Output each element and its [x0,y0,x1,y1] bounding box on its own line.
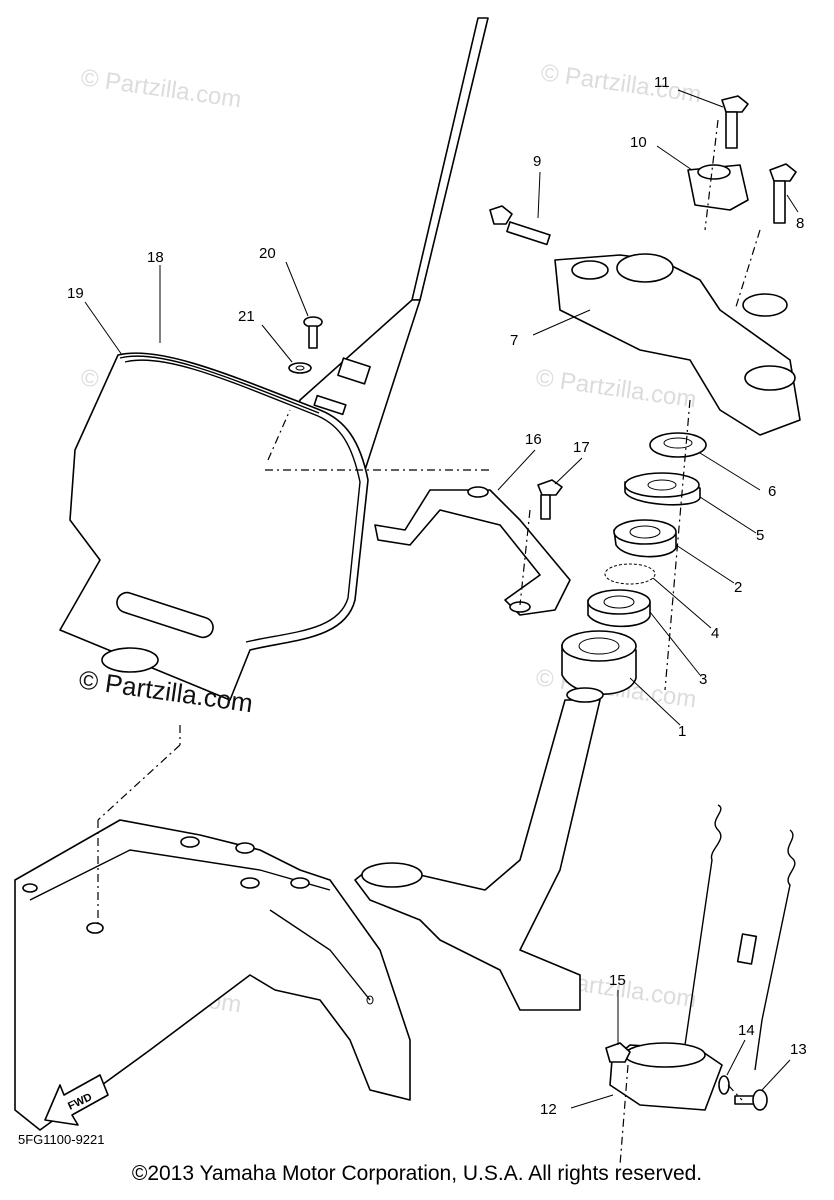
cover-5 [624,472,701,506]
watermark: © Partzilla.com [539,59,703,108]
number-plate [59,352,369,701]
callout-16: 16 [525,431,542,448]
callouts: 11 10 9 8 7 6 5 2 4 3 1 16 17 18 19 20 2… [67,74,807,1118]
callout-8: 8 [796,215,804,232]
steering-stem [354,687,604,1011]
callout-5: 5 [756,527,764,544]
bolt-9 [489,205,551,246]
bolt-20 [303,316,323,349]
washer-14 [718,1075,730,1095]
copyright-notice: ©2013 Yamaha Motor Corporation, U.S.A. A… [131,1162,703,1185]
callout-1: 1 [678,723,686,740]
callout-3: 3 [699,671,707,688]
bearing-1 [561,630,637,695]
fork-guard-holder-12 [609,1042,723,1111]
bolt-17 [537,479,563,520]
bearing-race-3 [587,589,651,628]
callout-18: 18 [147,249,164,266]
callout-15: 15 [609,972,626,989]
callout-7: 7 [510,332,518,349]
callout-21: 21 [238,308,255,325]
upper-bracket-7 [554,253,801,436]
ring-nut-6 [649,432,707,458]
callout-10: 10 [630,134,647,151]
callout-2: 2 [734,579,742,596]
callout-12: 12 [540,1101,557,1118]
bracket-16 [374,486,571,616]
callout-17: 17 [573,439,590,456]
bolt-11 [721,95,749,149]
callout-19: 19 [67,285,84,302]
holder-10 [687,164,749,211]
bolt-13 [734,1089,768,1111]
number-plate-stay [279,17,489,471]
callout-14: 14 [738,1022,755,1039]
callout-6: 6 [768,483,776,500]
front-fender [14,819,411,1131]
callout-9: 9 [533,153,541,170]
ball-bearing-4 [604,563,656,585]
nut-15 [605,1042,631,1063]
callout-11: 11 [654,74,670,91]
watermark: © Partzilla.com [534,364,698,413]
front-fork [684,804,796,1071]
callout-4: 4 [711,625,719,642]
bolt-8 [769,163,797,224]
watermark: © Partzilla.com [79,64,243,113]
washer-21 [288,362,312,374]
bearing-race-2 [613,519,677,558]
diagram-code: 5FG1100-9221 [18,1132,105,1147]
callout-20: 20 [259,245,276,262]
callout-13: 13 [790,1041,807,1058]
assembly-lines [97,119,761,1166]
fwd-arrow: FWD [44,1074,109,1126]
leader-lines [84,89,799,1109]
